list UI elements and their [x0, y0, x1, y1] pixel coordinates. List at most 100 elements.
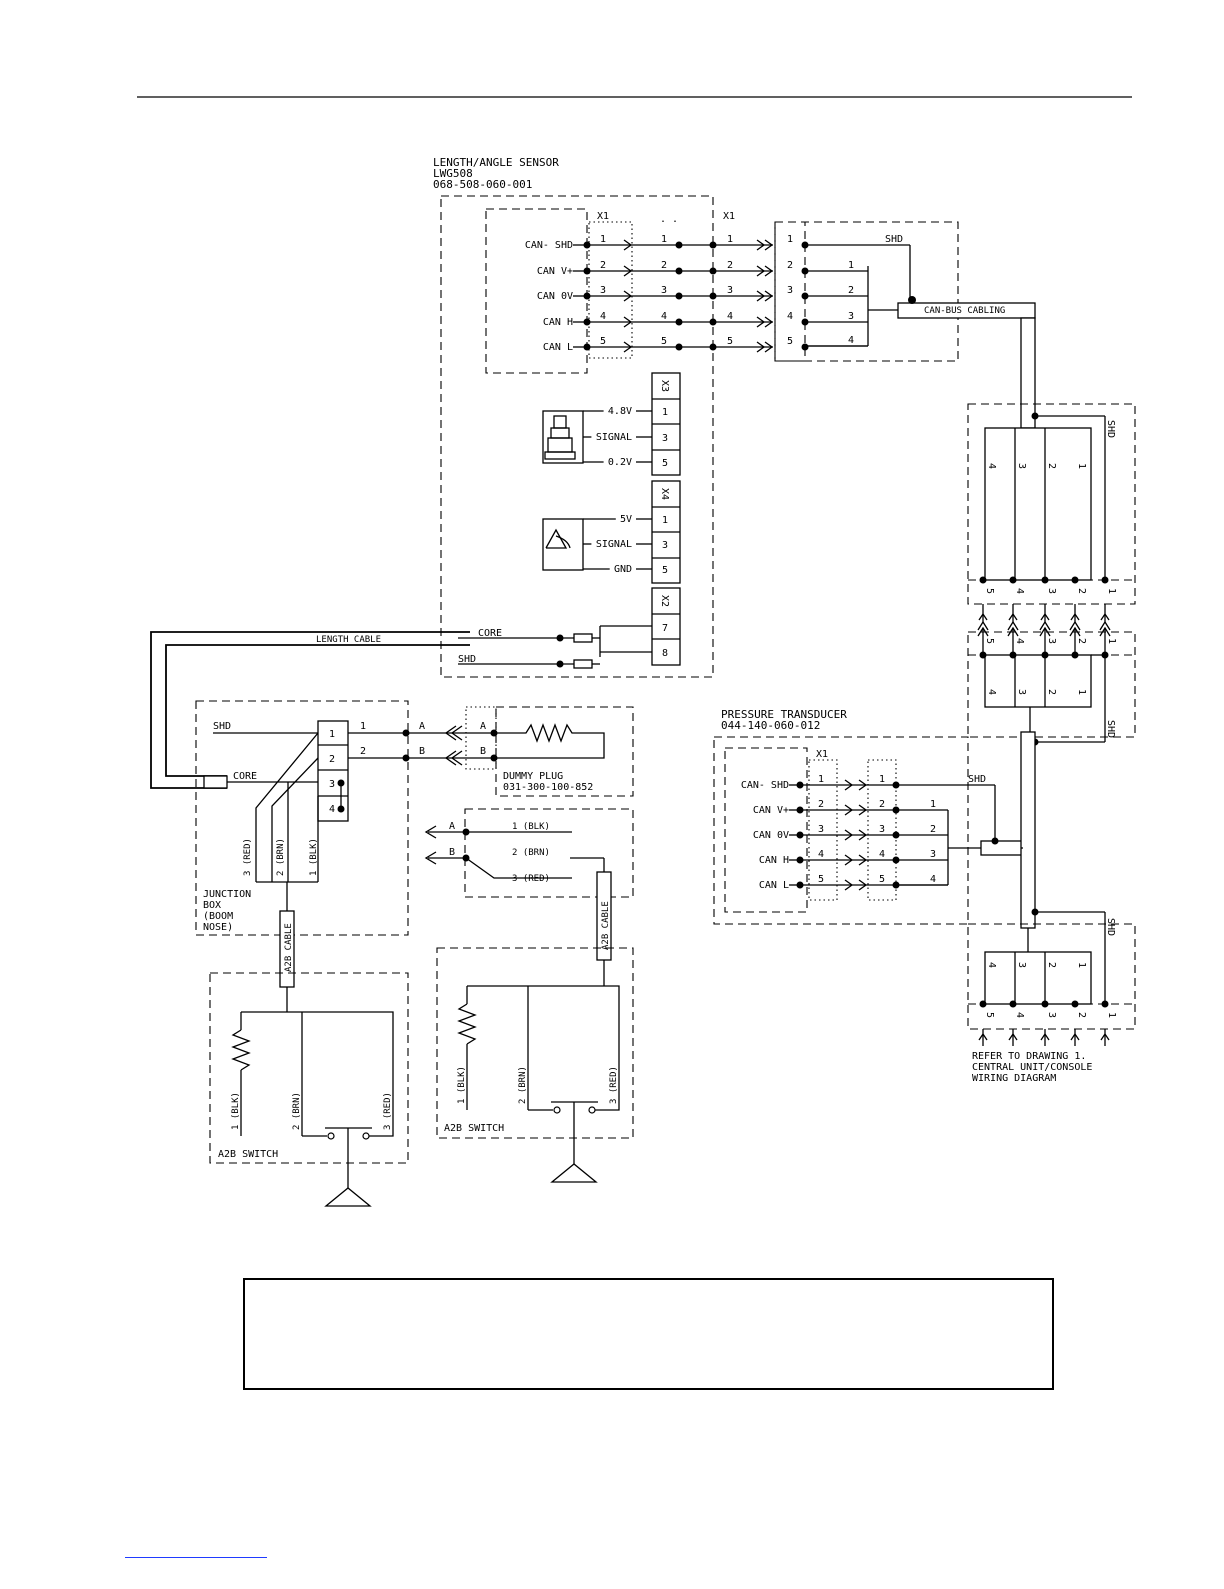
sensor-signal-label: 4.8V — [608, 406, 632, 417]
svg-text:B: B — [449, 847, 455, 858]
pressure-title: PRESSURE TRANSDUCER — [721, 708, 847, 721]
a2b-connector: A B 1 (BLK) 2 (BRN) 3 (RED) — [424, 808, 634, 898]
x1-connector-left — [588, 221, 633, 359]
refer-line-3: WIRING DIAGRAM — [972, 1073, 1056, 1084]
svg-text:1: 1 — [1106, 588, 1117, 594]
svg-text:2: 2 — [1046, 463, 1057, 469]
svg-text:3: 3 — [1016, 962, 1027, 968]
sensor-terminal-block: SHD 1 2 3 4 — [774, 221, 959, 362]
svg-text:2: 2 — [360, 746, 366, 757]
x2-connector: X2 7 8 CORE SHD — [458, 587, 681, 669]
svg-text:2: 2 — [661, 260, 667, 271]
can-label-pressure: CAN V+ — [753, 805, 789, 816]
svg-text:1: 1 — [662, 407, 668, 418]
svg-text:2: 2 — [787, 260, 793, 271]
pin-number: 4 — [600, 311, 606, 322]
junction-box: 1 2 3 4 SHD CORE 1 2 A B 3 (RED) 2 (BRN)… — [195, 700, 425, 936]
note-box — [243, 1278, 1054, 1390]
shd-label-lower: SHD — [1105, 918, 1116, 936]
can-label-sensor: CAN H — [543, 317, 573, 328]
svg-text:3: 3 — [787, 285, 793, 296]
proximity-sensor-icon — [542, 410, 584, 464]
svg-text:4: 4 — [1014, 588, 1025, 594]
shd-label-upper: SHD — [1105, 420, 1116, 438]
sensor-signal-label: 5V — [620, 514, 632, 525]
svg-text:4: 4 — [1014, 1012, 1025, 1018]
svg-text:1: 1 — [848, 260, 854, 271]
angle-sensor-icon — [542, 518, 584, 571]
pressure-part: 044-140-060-012 — [721, 719, 820, 732]
svg-text:4: 4 — [818, 849, 824, 860]
svg-text:8: 8 — [662, 648, 668, 659]
svg-text:B: B — [419, 746, 425, 757]
refer-line-2: CENTRAL UNIT/CONSOLE — [972, 1062, 1092, 1073]
svg-text:1: 1 — [329, 729, 335, 740]
a2b-switch-right: 1 (BLK) 2 (BRN) 3 (RED) A2B SWITCH — [436, 947, 634, 1183]
svg-text:3: 3 — [879, 824, 885, 835]
svg-text:4: 4 — [661, 311, 667, 322]
svg-text:3 (RED): 3 (RED) — [609, 1066, 619, 1104]
svg-text:2: 2 — [329, 754, 335, 765]
svg-text:2 (BRN): 2 (BRN) — [518, 1066, 528, 1104]
shd-label-top: SHD — [885, 234, 903, 245]
svg-text:4: 4 — [1014, 638, 1025, 644]
svg-text:3 (RED): 3 (RED) — [243, 838, 253, 876]
svg-text:1 (BLK): 1 (BLK) — [512, 822, 550, 832]
svg-text:5: 5 — [662, 458, 668, 469]
svg-text:7: 7 — [662, 623, 668, 634]
svg-text:3: 3 — [1046, 588, 1057, 594]
svg-text:3: 3 — [930, 849, 936, 860]
shd-label-pressure: SHD — [968, 774, 986, 785]
svg-text:1: 1 — [1076, 689, 1087, 695]
can-label-pressure: CAN L — [759, 880, 789, 891]
svg-text:3 (RED): 3 (RED) — [383, 1092, 393, 1130]
sensor-outline — [440, 195, 714, 678]
a2b-switch-right-label: A2B SWITCH — [444, 1123, 504, 1134]
x1-label-right: X1 — [723, 211, 735, 222]
svg-text:1: 1 — [818, 774, 824, 785]
svg-text:4: 4 — [727, 311, 733, 322]
length-cable: LENGTH CABLE — [150, 631, 470, 789]
svg-text:1: 1 — [787, 234, 793, 245]
svg-text:5: 5 — [818, 874, 824, 885]
can-label-sensor: CAN L — [543, 342, 573, 353]
svg-text:3: 3 — [662, 433, 668, 444]
sensor-can-module — [485, 208, 588, 374]
a2b-cable-left: A2B CABLE — [279, 882, 295, 1012]
svg-text:2: 2 — [1076, 588, 1087, 594]
sensor-model: LWG508 — [433, 167, 473, 180]
bottom-link-rule — [125, 1557, 267, 1558]
svg-text:2: 2 — [1046, 689, 1057, 695]
length-cable-label: LENGTH CABLE — [316, 635, 381, 645]
svg-text:2: 2 — [1046, 962, 1057, 968]
dummy-plug-title: DUMMY PLUG — [503, 771, 563, 782]
svg-text:3: 3 — [1016, 689, 1027, 695]
svg-text:1: 1 — [360, 721, 366, 732]
svg-text:4: 4 — [329, 804, 335, 815]
svg-text:3: 3 — [662, 540, 668, 551]
svg-text:4: 4 — [986, 463, 997, 469]
a2b-switch-left: 1 (BLK) 2 (BRN) 3 (RED) A2B SWITCH — [209, 972, 409, 1207]
canbus-cable: CAN-BUS CABLING — [897, 296, 1036, 429]
svg-text:2: 2 — [930, 824, 936, 835]
svg-text:1: 1 — [662, 515, 668, 526]
dummy-plug: A B DUMMY PLUG 031-300-100-852 — [406, 706, 634, 797]
svg-text:2: 2 — [1076, 638, 1087, 644]
junction-label-4: NOSE) — [203, 922, 233, 933]
a2b-cable-right: A2B CABLE — [596, 871, 612, 986]
svg-text:5: 5 — [984, 588, 995, 594]
svg-text:1: 1 — [1076, 962, 1087, 968]
svg-text:2: 2 — [848, 285, 854, 296]
svg-text:2: 2 — [879, 799, 885, 810]
canbus-cabling-label: CAN-BUS CABLING — [924, 306, 1005, 316]
sensor-signal-label: 0.2V — [608, 457, 632, 468]
sensor-signal-label: SIGNAL — [596, 539, 632, 550]
svg-text:1 (BLK): 1 (BLK) — [231, 1092, 241, 1130]
svg-text:4: 4 — [787, 311, 793, 322]
svg-text:4: 4 — [930, 874, 936, 885]
svg-text:3 (RED): 3 (RED) — [512, 874, 550, 884]
